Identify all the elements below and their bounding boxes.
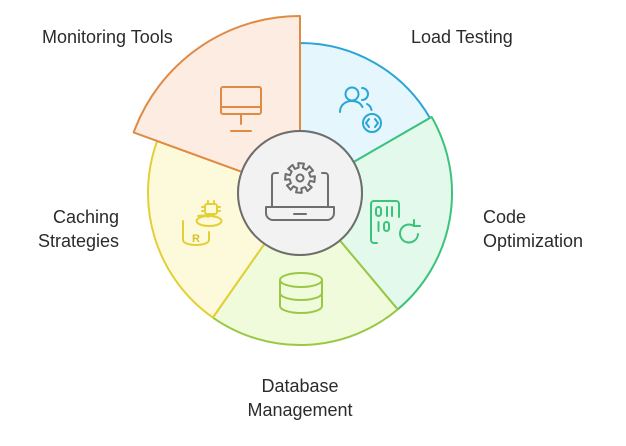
database-icon — [279, 272, 323, 314]
label-monitoring-tools: Monitoring Tools — [42, 25, 173, 49]
caching-r-glyph: R — [192, 233, 200, 245]
monitor-icon — [220, 86, 262, 132]
label-line: Code — [483, 207, 527, 227]
users-code-icon — [339, 86, 382, 133]
label-line: Strategies — [37, 231, 119, 251]
label-line: Database — [261, 376, 339, 396]
label-database-management: Database Management — [230, 374, 370, 422]
label-load-testing: Load Testing — [411, 25, 513, 49]
label-line: Caching — [52, 207, 119, 227]
label-caching-strategies: Caching Strategies — [17, 205, 119, 253]
label-line: Management — [247, 400, 353, 420]
database-chip-icon — [182, 200, 223, 246]
label-line: Optimization — [483, 231, 584, 251]
label-code-optimization: Code Optimization — [483, 205, 583, 253]
laptop-gear-icon — [265, 162, 335, 221]
label-line: Load Testing — [411, 27, 513, 47]
label-line: Monitoring Tools — [42, 27, 173, 47]
binary-file-refresh-icon — [370, 200, 421, 244]
